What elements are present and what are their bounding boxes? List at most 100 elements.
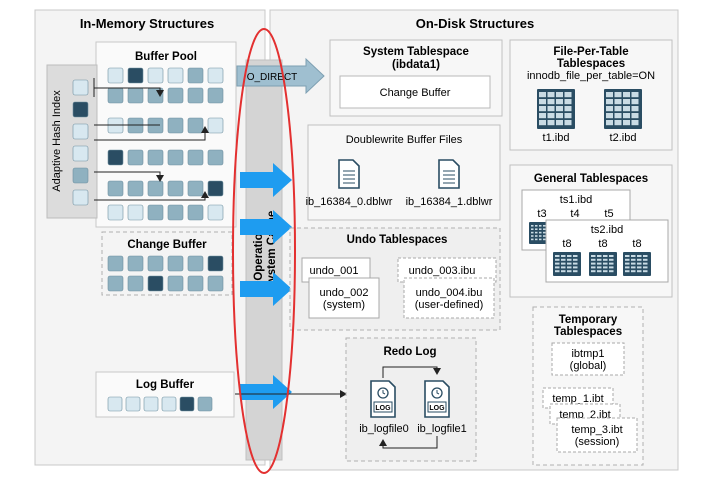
table-icon-cell: [567, 258, 572, 261]
ts2-table-t8-b: t8: [598, 238, 607, 250]
buffer-page: [107, 180, 124, 197]
page-block: [147, 275, 164, 292]
buffer-page: [187, 204, 204, 221]
arrow-to-doublewrite: [240, 163, 292, 197]
table-icon-cell: [637, 270, 642, 273]
table-icon-cell: [531, 225, 534, 227]
table-icon-cell: [547, 99, 555, 105]
ts2-table-t8-c: t8: [632, 238, 641, 250]
redo-cycle-bottom-arrow: [379, 436, 438, 449]
buffer-page: [187, 117, 204, 134]
page-block: [107, 255, 124, 272]
buffer-page: [207, 117, 224, 134]
undo-002-note: (system): [323, 299, 365, 311]
table-icon-cell: [573, 258, 578, 261]
ib-logfile1-label: ib_logfile1: [417, 423, 467, 435]
table-icon-cell: [609, 270, 614, 273]
buffer-page: [127, 204, 144, 221]
page-block: [161, 396, 177, 412]
table-icon-cell: [623, 99, 630, 105]
table-icon-cell: [597, 258, 602, 261]
table-icon-cell: [597, 270, 602, 273]
table-icon-cell: [591, 262, 596, 265]
buffer-page: [187, 180, 204, 197]
table-icon-cell: [606, 120, 613, 126]
undo-004-note: (user-defined): [415, 299, 483, 311]
table-icon-cell: [573, 255, 578, 257]
table-icon-cell: [609, 262, 614, 265]
table-icon-cell: [531, 235, 534, 237]
page-block: [197, 396, 213, 412]
buffer-page: [207, 67, 224, 84]
redo-log-title: Redo Log: [383, 346, 436, 358]
table-icon-cell: [561, 266, 566, 269]
table-icon-cell: [564, 92, 572, 98]
arrow-to-undo: [240, 210, 292, 244]
table-icon-cell: [531, 238, 534, 241]
table-icon-cell: [556, 99, 563, 105]
hash-index-arrows: [93, 78, 209, 201]
page-block: [167, 255, 184, 272]
table-icon-cell: [631, 266, 636, 269]
ibtmp1-note: (global): [570, 360, 607, 372]
system-tablespace-subtitle: (ibdata1): [392, 59, 440, 71]
table-icon-cell: [603, 262, 608, 265]
temporary-title-2: Tablespaces: [554, 326, 622, 338]
buffer-page: [207, 87, 224, 104]
table-icon-cell: [543, 225, 546, 227]
page-block: [127, 255, 144, 272]
ts1-label: ts1.ibd: [560, 194, 592, 206]
buffer-page: [107, 204, 124, 221]
table-icon-cell: [539, 106, 546, 112]
table-icon-cell: [643, 266, 648, 269]
table-icon-cell: [555, 266, 560, 269]
table-icon-cell: [625, 262, 630, 265]
buffer-page: [167, 87, 184, 104]
buffer-page: [147, 204, 164, 221]
table-icon-cell: [625, 270, 630, 273]
table-icon-cell: [603, 266, 608, 269]
table-icon-cell: [573, 266, 578, 269]
table-icon-cell: [631, 255, 636, 257]
table-icon-cell: [555, 258, 560, 261]
table-icon-cell: [556, 113, 563, 119]
table-icon-cell: [631, 270, 636, 273]
table-icon-cell: [597, 255, 602, 257]
log-tag: [373, 401, 393, 413]
table-icon-cell: [597, 266, 602, 269]
table-icon-cell: [564, 106, 572, 112]
table-icon-cell: [591, 270, 596, 273]
table-icon-cell: [625, 255, 630, 257]
page-block: [179, 396, 195, 412]
clock-icon: [377, 387, 389, 399]
ts2-table-t8-a: t8: [562, 238, 571, 250]
buffer-page: [127, 180, 144, 197]
table-icon-cell: [564, 120, 572, 126]
table-icon-cell: [643, 262, 648, 265]
table-icon-cell: [564, 99, 572, 105]
page-block: [143, 396, 159, 412]
buffer-page: [187, 149, 204, 166]
table-icon-cell: [606, 99, 613, 105]
table-icon-cell: [539, 120, 546, 126]
doublewrite-title: Doublewrite Buffer Files: [346, 134, 463, 146]
file-per-table-title-2: Tablespaces: [557, 58, 625, 70]
ibtmp1-box: [551, 342, 625, 376]
table-icon-cell: [567, 262, 572, 265]
table-icon-cell: [631, 92, 639, 98]
table-icon-cell: [567, 270, 572, 273]
t2-ibd-label: t2.ibd: [610, 132, 637, 144]
change-buffer-cells: [107, 255, 224, 292]
table-icon-cell: [531, 228, 534, 230]
hash-cell: [72, 101, 89, 118]
table-icon-cell: [606, 113, 613, 119]
table-icon-cell: [606, 92, 613, 98]
table-icon-cell: [609, 258, 614, 261]
t1-ibd-label: t1.ibd: [543, 132, 570, 144]
table-icon-cell: [543, 235, 546, 237]
buffer-page: [127, 149, 144, 166]
adaptive-hash-index-cells: [72, 79, 89, 206]
table-icon-cell: [631, 99, 639, 105]
table-icon-cell: [567, 255, 572, 257]
